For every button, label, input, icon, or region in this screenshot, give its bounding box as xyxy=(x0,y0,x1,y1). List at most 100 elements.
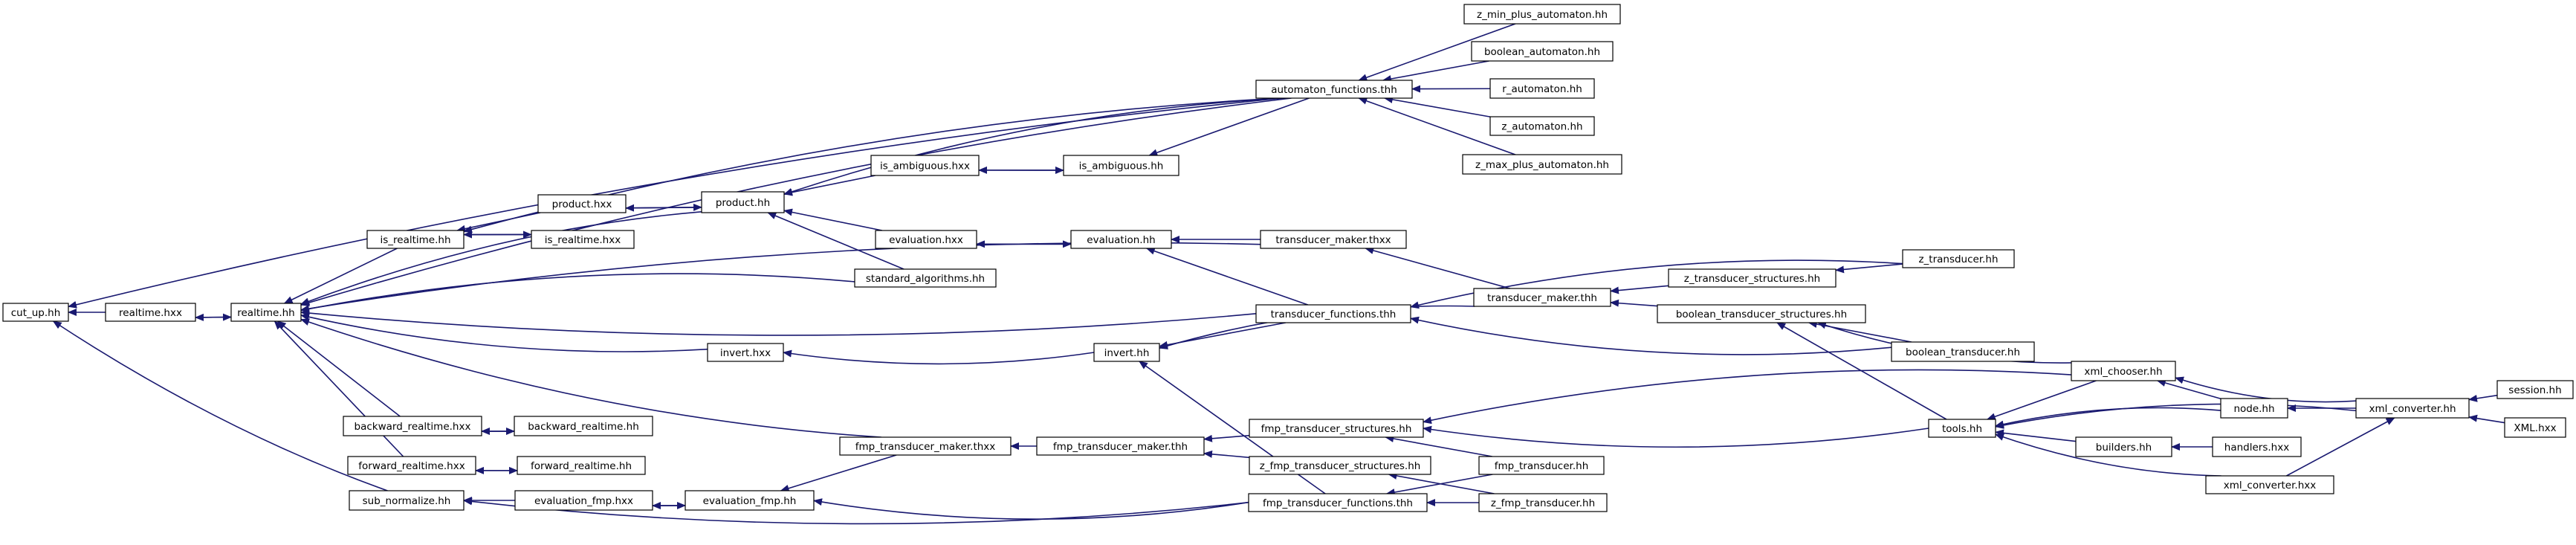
node-sub-normalize-hh[interactable]: sub_normalize.hh xyxy=(349,490,465,511)
edge-standard_algorithms_hh-to-realtime_hh xyxy=(300,273,855,313)
node-transducer-maker-thxx[interactable]: transducer_maker.thxx xyxy=(1260,230,1407,249)
node-label: boolean_automaton.hh xyxy=(1484,46,1600,58)
node-product-hh[interactable]: product.hh xyxy=(701,191,785,213)
node-label: backward_realtime.hh xyxy=(528,421,639,433)
node-box xyxy=(1478,493,1608,512)
node-xml-converter-hxx[interactable]: xml_converter.hxx xyxy=(2205,475,2334,494)
node-is-realtime-hh[interactable]: is_realtime.hh xyxy=(366,230,465,249)
node-builders-hh[interactable]: builders.hh xyxy=(2075,436,2172,457)
node-evaluation-fmp-hxx[interactable]: evaluation_fmp.hxx xyxy=(514,490,653,511)
node-box xyxy=(875,230,977,249)
node-z-automaton-hh[interactable]: z_automaton.hh xyxy=(1489,116,1595,136)
node-label: fmp_transducer_maker.thh xyxy=(1053,441,1188,453)
edge-transducer_maker_thh-to-transducer_maker_thxx xyxy=(1365,247,1510,289)
node-standard-algorithms-hh[interactable]: standard_algorithms.hh xyxy=(854,268,997,288)
node-evaluation-fmp-hh[interactable]: evaluation_fmp.hh xyxy=(685,490,815,511)
node-z-transducer-structures-hh[interactable]: z_transducer_structures.hh xyxy=(1668,268,1836,288)
node-label: is_ambiguous.hxx xyxy=(880,161,970,172)
node-evaluation-hh[interactable]: evaluation.hh xyxy=(1070,230,1172,249)
node-tools-hh[interactable]: tools.hh xyxy=(1928,419,1996,438)
node-xml-converter-hh[interactable]: xml_converter.hh xyxy=(2355,398,2470,419)
node-label: builders.hh xyxy=(2096,442,2152,454)
edge-boolean_transducer_hh-to-transducer_functions_thh xyxy=(1410,316,1892,355)
node-automaton-functions-thh[interactable]: automaton_functions.thh xyxy=(1255,80,1413,99)
edge-standard_algorithms_hh-to-product_hh xyxy=(767,212,904,270)
edge-fmp_transducer_functions_thh-to-evaluation_fmp_hh xyxy=(813,498,1249,520)
node-boolean-transducer-structures-hh[interactable]: boolean_transducer_structures.hh xyxy=(1657,304,1866,323)
edge-fmp_transducer_structures_hh-to-fmp_transducer_maker_thh xyxy=(1203,434,1250,442)
node-box xyxy=(1462,154,1622,175)
node-z-max-plus-automaton-hh[interactable]: z_max_plus_automaton.hh xyxy=(1462,154,1622,175)
edge-automaton_functions_thh-to-cut_up_hh xyxy=(68,97,1283,309)
node-label: automaton_functions.thh xyxy=(1271,84,1397,96)
edge-z_max_plus_automaton_hh-to-automaton_functions_thh xyxy=(1358,97,1516,155)
node-label: product.hh xyxy=(716,197,770,209)
node-is-realtime-hxx[interactable]: is_realtime.hxx xyxy=(531,230,635,249)
node-node-hh[interactable]: node.hh xyxy=(2220,398,2288,419)
node-box xyxy=(1036,436,1205,456)
node-is-ambiguous-hh[interactable]: is_ambiguous.hh xyxy=(1063,155,1179,176)
node-xml-chooser-hh[interactable]: xml_chooser.hh xyxy=(2071,361,2176,381)
node-evaluation-hxx[interactable]: evaluation.hxx xyxy=(875,230,977,249)
node-label: boolean_transducer.hh xyxy=(1906,346,2020,358)
node-z-transducer-hh[interactable]: z_transducer.hh xyxy=(1902,249,2015,268)
edge-z_transducer_hh-to-z_transducer_structures_hh xyxy=(1835,263,1903,274)
node-box xyxy=(1248,493,1428,512)
node-is-ambiguous-hxx[interactable]: is_ambiguous.hxx xyxy=(870,155,980,176)
node-box xyxy=(347,456,476,475)
node-fmp-transducer-maker-thh[interactable]: fmp_transducer_maker.thh xyxy=(1036,436,1205,456)
node-label: tools.hh xyxy=(1942,423,1982,435)
edge-fmp_transducer_hh-to-fmp_transducer_functions_thh xyxy=(1385,474,1493,496)
node-product-hxx[interactable]: product.hxx xyxy=(537,194,627,213)
node-label: z_fmp_transducer_structures.hh xyxy=(1260,460,1421,472)
edge-product_hxx-to-product_hh xyxy=(626,203,703,211)
node-invert-hxx[interactable]: invert.hxx xyxy=(707,343,784,362)
node-box xyxy=(349,490,465,511)
edges-layer xyxy=(52,23,2505,525)
node-label: evaluation.hh xyxy=(1087,234,1155,246)
node-label: XML.hxx xyxy=(2514,422,2556,434)
node-realtime-hxx[interactable]: realtime.hxx xyxy=(105,303,196,322)
node-XML-hxx[interactable]: XML.hxx xyxy=(2504,417,2566,438)
node-boolean-automaton-hh[interactable]: boolean_automaton.hh xyxy=(1471,41,1614,62)
node-fmp-transducer-structures-hh[interactable]: fmp_transducer_structures.hh xyxy=(1249,419,1424,438)
node-label: backward_realtime.hxx xyxy=(355,421,471,433)
node-label: cut_up.hh xyxy=(11,307,61,319)
node-transducer-maker-thh[interactable]: transducer_maker.thh xyxy=(1473,288,1611,307)
node-forward-realtime-hh[interactable]: forward_realtime.hh xyxy=(517,456,646,475)
node-box xyxy=(1255,80,1413,99)
edge-xml_chooser_hh-to-fmp_transducer_structures_hh xyxy=(1423,369,2072,425)
node-box xyxy=(854,268,997,288)
node-label: fmp_transducer_functions.thh xyxy=(1263,497,1413,509)
node-box xyxy=(2071,361,2176,381)
node-fmp-transducer-functions-thh[interactable]: fmp_transducer_functions.thh xyxy=(1248,493,1428,512)
node-backward-realtime-hh[interactable]: backward_realtime.hh xyxy=(514,416,653,436)
node-box xyxy=(1471,41,1614,62)
node-z-min-plus-automaton-hh[interactable]: z_min_plus_automaton.hh xyxy=(1463,4,1621,25)
node-fmp-transducer-hh[interactable]: fmp_transducer.hh xyxy=(1478,456,1605,475)
node-z-fmp-transducer-hh[interactable]: z_fmp_transducer.hh xyxy=(1478,493,1608,512)
node-box xyxy=(1902,249,2015,268)
edge-automaton_functions_thh-to-realtime_hh xyxy=(300,97,1292,306)
node-handlers-hxx[interactable]: handlers.hxx xyxy=(2212,436,2302,457)
node-forward-realtime-hxx[interactable]: forward_realtime.hxx xyxy=(347,456,476,475)
node-boolean-transducer-hh[interactable]: boolean_transducer.hh xyxy=(1891,341,2035,362)
node-fmp-transducer-maker-thxx[interactable]: fmp_transducer_maker.thxx xyxy=(839,436,1012,456)
node-invert-hh[interactable]: invert.hh xyxy=(1093,343,1160,362)
node-box xyxy=(1489,116,1595,136)
node-box xyxy=(1668,268,1836,288)
edge-fmp_transducer_maker_thxx-to-evaluation_fmp_hh xyxy=(780,454,897,492)
node-backward-realtime-hxx[interactable]: backward_realtime.hxx xyxy=(343,416,482,436)
node-box xyxy=(1093,343,1160,362)
edge-transducer_functions_thh-to-evaluation_hh xyxy=(1145,247,1309,306)
edge-z_transducer_structures_hh-to-transducer_maker_thh xyxy=(1610,285,1669,294)
edge-z_fmp_transducer_structures_hh-to-fmp_transducer_maker_thh xyxy=(1203,450,1250,459)
node-transducer-functions-thh[interactable]: transducer_functions.thh xyxy=(1255,304,1411,323)
node-z-fmp-transducer-structures-hh[interactable]: z_fmp_transducer_structures.hh xyxy=(1249,456,1431,475)
node-box xyxy=(1891,341,2035,362)
node-session-hh[interactable]: session.hh xyxy=(2496,380,2574,399)
node-label: z_min_plus_automaton.hh xyxy=(1477,9,1608,21)
node-realtime-hh[interactable]: realtime.hh xyxy=(230,303,302,322)
node-r-automaton-hh[interactable]: r_automaton.hh xyxy=(1489,78,1595,99)
node-label: transducer_functions.thh xyxy=(1271,309,1397,320)
